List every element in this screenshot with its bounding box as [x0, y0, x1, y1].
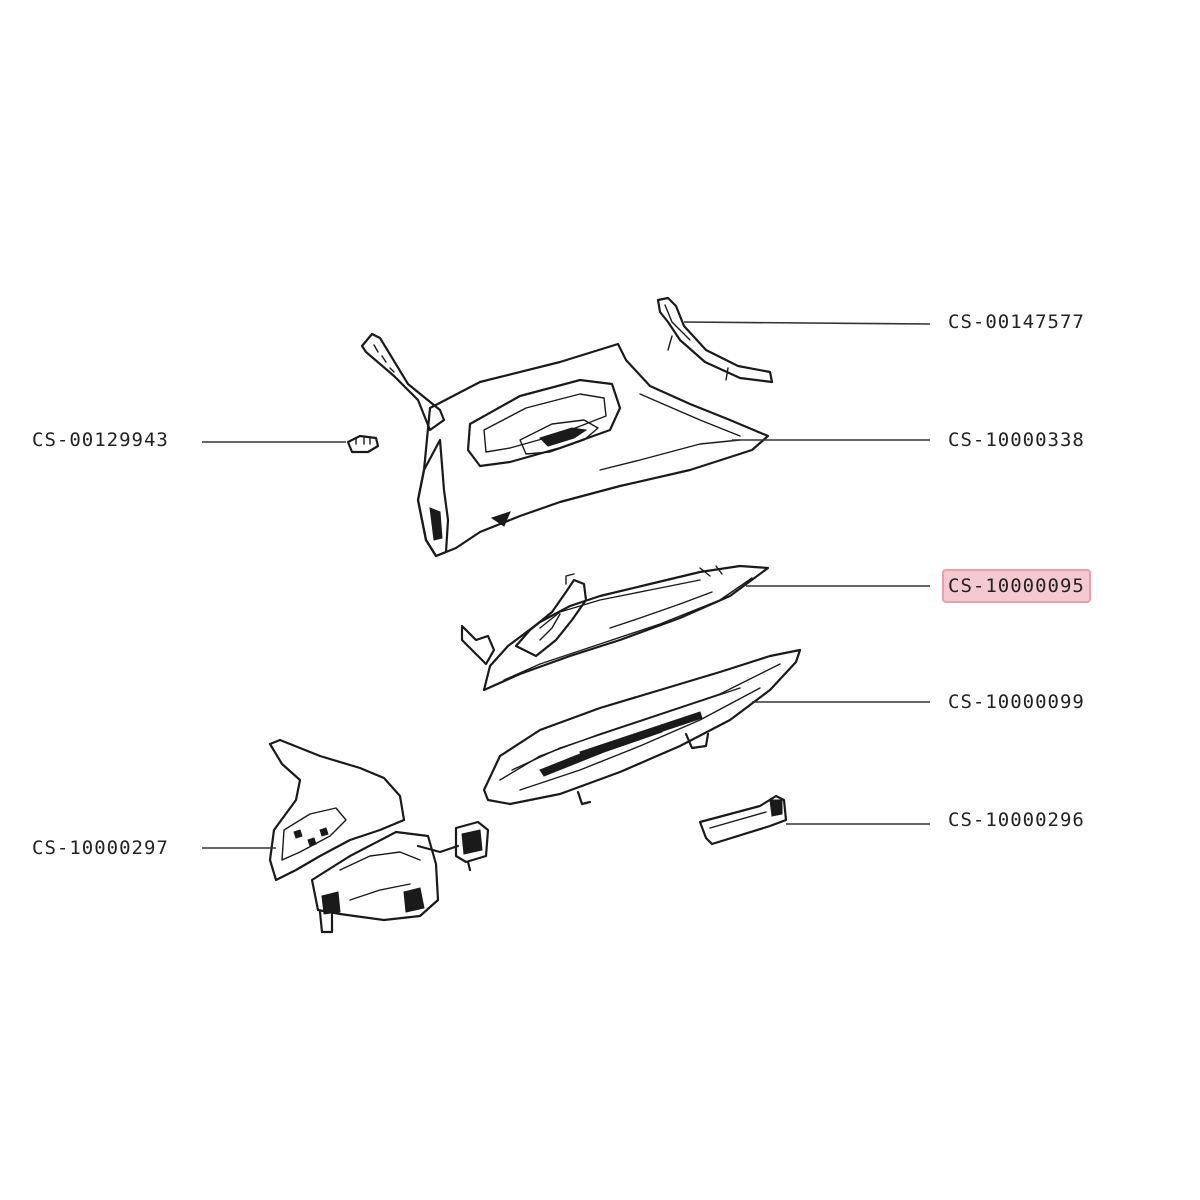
- part-code-housing[interactable]: CS-10000338: [948, 429, 1085, 451]
- housing-part[interactable]: [360, 332, 770, 558]
- part-code-water-tank[interactable]: CS-10000095: [942, 569, 1091, 603]
- part-code-clip[interactable]: CS-00129943: [32, 429, 169, 451]
- clip-part[interactable]: [346, 434, 380, 454]
- rear-heel-assembly-part[interactable]: [268, 738, 490, 934]
- part-code-rear-heel-assembly[interactable]: CS-10000297: [32, 837, 169, 859]
- part-code-small-cover[interactable]: CS-10000296: [948, 809, 1085, 831]
- small-cover-part[interactable]: [698, 794, 788, 846]
- soleplate-part[interactable]: [482, 648, 802, 806]
- part-code-handle-trim[interactable]: CS-00147577: [948, 311, 1085, 333]
- handle-trim-part[interactable]: [656, 296, 774, 384]
- water-tank-part[interactable]: [460, 564, 770, 692]
- leader-line-handle-trim: [683, 321, 931, 325]
- part-code-soleplate[interactable]: CS-10000099: [948, 691, 1085, 713]
